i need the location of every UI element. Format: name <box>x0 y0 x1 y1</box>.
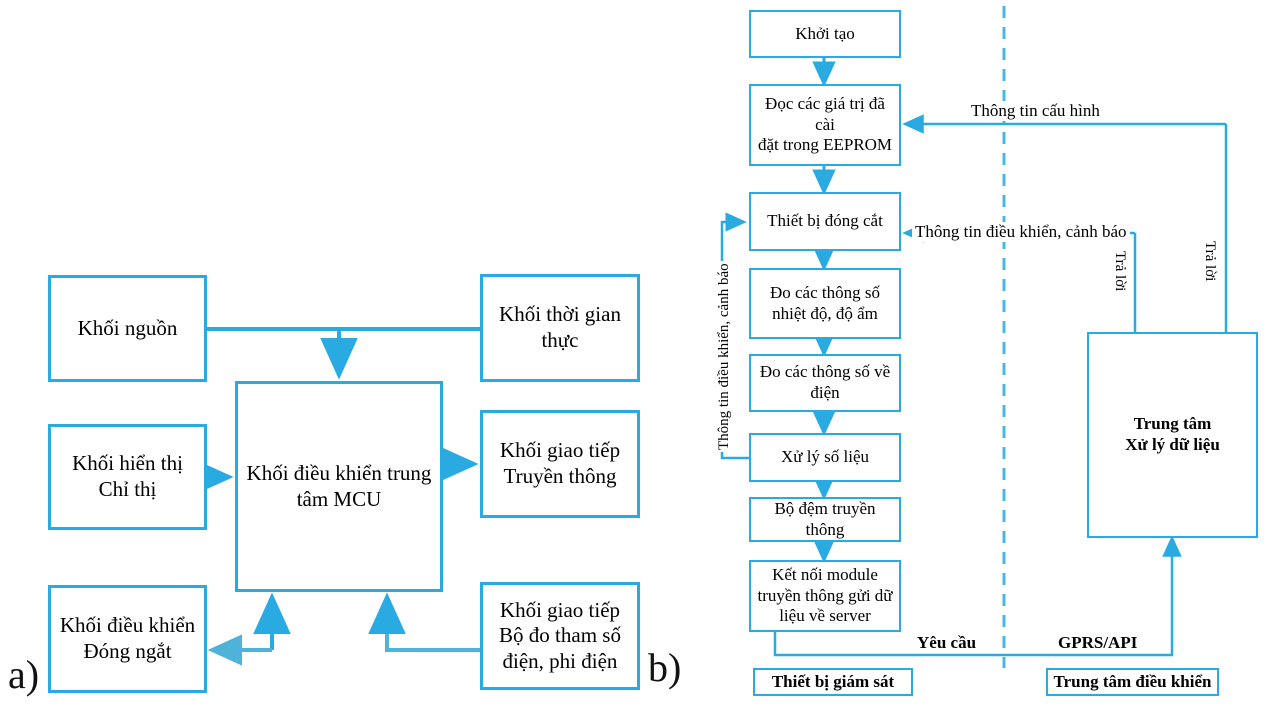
b-block-temp-humidity[interactable]: Đo các thông số nhiệt độ, độ ẩm <box>749 268 901 339</box>
a-block-meter-label: Khối giao tiếp Bộ đo tham số điện, phi đ… <box>499 597 621 673</box>
b-block-data-process[interactable]: Xử lý số liệu <box>749 433 901 482</box>
b-label-request: Yêu cầu <box>914 633 980 653</box>
b-block-init[interactable]: Khởi tạo <box>749 10 901 58</box>
b-label-protocol: GPRS/API <box>1055 633 1141 653</box>
a-edge-meter-mcu <box>368 592 480 652</box>
a-block-switch-control[interactable]: Khối điều khiển Đóng ngắt <box>48 585 207 693</box>
b-footer-monitor-device[interactable]: Thiết bị giám sát <box>753 668 913 696</box>
b-block-data-process-label: Xử lý số liệu <box>780 447 870 467</box>
b-block-data-center[interactable]: Trung tâm Xử lý dữ liệu <box>1087 332 1258 538</box>
b-footer-control-center-label: Trung tâm điều khiển <box>1053 671 1212 691</box>
b-label-reply-outer: Trả lời <box>1201 239 1218 284</box>
a-block-meter[interactable]: Khối giao tiếp Bộ đo tham số điện, phi đ… <box>480 582 640 690</box>
b-footer-control-center[interactable]: Trung tâm điều khiển <box>1046 668 1219 696</box>
b-block-send-server[interactable]: Kết nối module truyền thông gửi dữ liệu … <box>749 560 901 632</box>
a-block-power-label: Khối nguồn <box>77 315 178 340</box>
b-edge-control-alarm <box>902 223 1137 332</box>
a-block-power[interactable]: Khối nguồn <box>48 275 207 382</box>
panel-a-label: a) <box>8 652 40 697</box>
b-footer-monitor-device-label: Thiết bị giám sát <box>771 671 895 691</box>
b-block-switch-device-label: Thiết bị đóng cắt <box>767 211 883 231</box>
a-block-comm[interactable]: Khối giao tiếp Truyền thông <box>480 410 640 518</box>
b-block-data-center-label: Trung tâm Xử lý dữ liệu <box>1125 414 1220 454</box>
b-label-control-alarm-vertical: Thông tin điều khiển, cảnh báo <box>716 261 733 452</box>
a-block-mcu-label: Khối điều khiển trung tâm MCU <box>246 460 432 511</box>
b-block-electric-params-label: Đo các thông số về điện <box>759 362 891 402</box>
a-block-comm-label: Khối giao tiếp Truyền thông <box>499 438 621 488</box>
b-label-reply-inner: Trả lời <box>1111 249 1128 294</box>
a-block-display-label: Khối hiển thị Chỉ thị <box>72 451 183 501</box>
b-block-temp-humidity-label: Đo các thông số nhiệt độ, độ ẩm <box>769 282 880 323</box>
a-block-rtc[interactable]: Khối thời gian thực <box>480 274 640 382</box>
b-block-switch-device[interactable]: Thiết bị đóng cắt <box>749 192 901 251</box>
b-block-eeprom[interactable]: Đọc các giá trị đã cài đặt trong EEPROM <box>749 84 901 166</box>
a-block-mcu[interactable]: Khối điều khiển trung tâm MCU <box>235 381 443 592</box>
b-block-eeprom-label: Đọc các giá trị đã cài đặt trong EEPROM <box>757 93 893 155</box>
a-block-display[interactable]: Khối hiển thị Chỉ thị <box>48 424 207 530</box>
b-block-comm-buffer[interactable]: Bộ đệm truyền thông <box>749 497 901 542</box>
b-block-init-label: Khởi tạo <box>795 23 855 43</box>
a-edge-power-rtc-bus <box>207 327 480 380</box>
panel-b-label: b) <box>648 645 682 690</box>
a-block-rtc-label: Khối thời gian thực <box>499 302 621 352</box>
b-label-config: Thông tin cấu hình <box>968 101 1103 121</box>
b-block-electric-params[interactable]: Đo các thông số về điện <box>749 354 901 412</box>
a-block-switch-control-label: Khối điều khiển Đóng ngắt <box>59 613 196 663</box>
b-block-comm-buffer-label: Bộ đệm truyền thông <box>774 498 876 539</box>
a-edge-mcu-switch <box>207 592 291 666</box>
b-block-send-server-label: Kết nối module truyền thông gửi dữ liệu … <box>757 564 893 626</box>
b-label-control-alarm: Thông tin điều khiển, cảnh báo <box>912 222 1130 242</box>
